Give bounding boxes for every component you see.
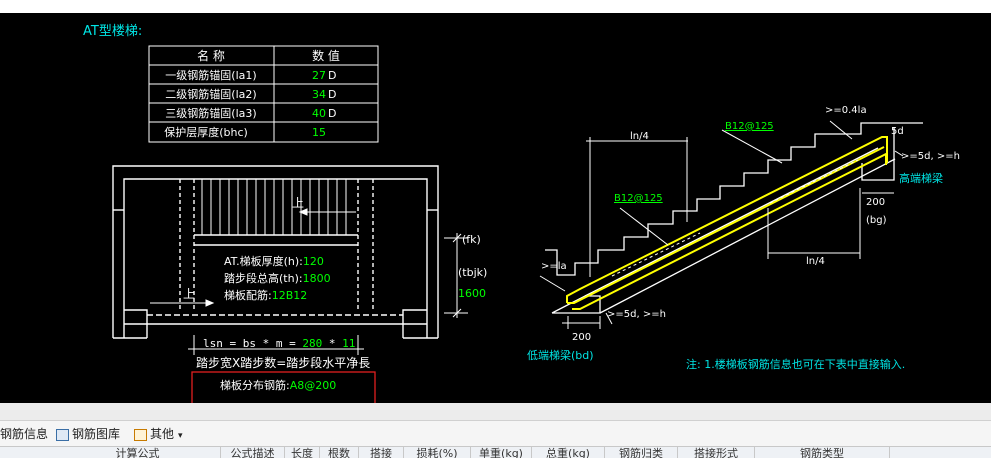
formula: lsn = bs * m = 280 * 11 bbox=[203, 337, 355, 350]
top-strip bbox=[0, 0, 991, 13]
rebar-dashes bbox=[611, 159, 859, 277]
table-row-unit: D bbox=[328, 88, 336, 101]
rebar-lines bbox=[566, 136, 888, 310]
other-menu-label: 其他 bbox=[150, 427, 175, 441]
section-dimensions bbox=[539, 120, 904, 329]
low-beam-label: 低端梯梁(bd) bbox=[527, 348, 594, 362]
section-note: 注: 1.楼梯板钢筋信息也可在下表中直接输入. bbox=[686, 357, 905, 371]
plan-width-dimension bbox=[444, 233, 468, 318]
formula-bs: 280 bbox=[302, 337, 322, 350]
column-header[interactable]: 计算公式 bbox=[55, 447, 221, 458]
table-row-value[interactable]: 34 bbox=[312, 88, 326, 101]
drawing-canvas[interactable]: AT型楼梯: 名 称 数 值 一级钢筋锚固(la1) 27 D 二级钢筋锚固(l… bbox=[0, 13, 991, 405]
up-arrows bbox=[150, 208, 356, 307]
plan-treads bbox=[201, 179, 347, 235]
height-label: 踏步段总高(th):1800 bbox=[224, 271, 331, 285]
column-header[interactable]: 搭接形式 bbox=[678, 447, 755, 458]
column-header[interactable]: 总重(kg) bbox=[532, 447, 605, 458]
height-value: 1800 bbox=[303, 272, 331, 285]
chevron-down-icon: ▾ bbox=[178, 431, 183, 441]
table-header-value: 数 值 bbox=[312, 48, 340, 63]
rebar-grid-header: 计算公式 公式描述 长度 根数 搭接 损耗(%) 单重(kg) 总重(kg) 钢… bbox=[0, 446, 991, 458]
formula-caption: 踏步宽X踏步数=踏步段水平净長 bbox=[196, 355, 370, 370]
thickness-label: AT.梯板厚度(h):120 bbox=[224, 254, 324, 268]
column-header[interactable]: 损耗(%) bbox=[404, 447, 471, 458]
table-row-label: 二级钢筋锚固(la2) bbox=[165, 87, 256, 101]
document-icon bbox=[134, 428, 147, 441]
table-icon bbox=[56, 428, 69, 441]
column-header[interactable]: 长度 bbox=[285, 447, 320, 458]
up-label: 上 bbox=[183, 287, 195, 301]
rebar-library-label: 钢筋图库 bbox=[72, 427, 121, 441]
stair-drawing: AT型楼梯: 名 称 数 值 一级钢筋锚固(la1) 27 D 二级钢筋锚固(l… bbox=[83, 24, 960, 405]
rebar-info-label: 钢筋信息 bbox=[0, 427, 49, 441]
stair-plan bbox=[112, 165, 439, 339]
la-left: >=la bbox=[541, 261, 567, 272]
table-row-label: 一级钢筋锚固(la1) bbox=[165, 68, 256, 82]
column-header[interactable]: 单重(kg) bbox=[471, 447, 532, 458]
d5-top: 5d bbox=[891, 126, 904, 137]
table-row-unit: D bbox=[328, 69, 336, 82]
ln4-top: ln/4 bbox=[630, 131, 649, 142]
tbjk-label: (tbjk) bbox=[458, 266, 487, 279]
plan-length-dimension bbox=[188, 335, 364, 355]
up-label: 上 bbox=[292, 196, 304, 210]
rebar-library-button[interactable]: 钢筋图库 bbox=[56, 426, 120, 442]
anchor-table bbox=[148, 45, 379, 143]
table-row-label: 保护层厚度(bhc) bbox=[164, 125, 248, 139]
distribution-label[interactable]: 梯板分布钢筋:A8@200 bbox=[220, 378, 336, 392]
rebar-mid-value[interactable]: B12@125 bbox=[614, 193, 663, 204]
dim-200-right: 200 bbox=[866, 197, 885, 208]
formula-m: 11 bbox=[342, 337, 355, 350]
plan-width-value[interactable]: 1600 bbox=[458, 287, 486, 300]
table-row-value[interactable]: 27 bbox=[312, 69, 326, 82]
ln4-bottom: ln/4 bbox=[806, 256, 825, 267]
splitter[interactable] bbox=[0, 403, 991, 420]
table-row-unit: D bbox=[328, 107, 336, 120]
d5h-right: >=5d, >=h bbox=[901, 151, 960, 162]
rebar-label: 梯板配筋:12B12 bbox=[224, 288, 307, 302]
column-header[interactable]: 钢筋类型 bbox=[755, 447, 890, 458]
la-top: >=0.4la bbox=[825, 105, 867, 116]
table-row-label: 三级钢筋锚固(la3) bbox=[165, 106, 256, 120]
fk-label: (fk) bbox=[462, 233, 481, 246]
other-menu-button[interactable]: 其他▾ bbox=[134, 426, 183, 442]
d5h-left: >=5d, >=h bbox=[607, 309, 666, 320]
column-header[interactable]: 搭接 bbox=[359, 447, 404, 458]
rebar-value: 12B12 bbox=[272, 289, 308, 302]
column-header[interactable]: 钢筋归类 bbox=[605, 447, 678, 458]
bg-label: (bg) bbox=[866, 215, 887, 226]
column-header[interactable]: 公式描述 bbox=[221, 447, 285, 458]
distribution-value: A8@200 bbox=[290, 379, 337, 392]
dim-200-left: 200 bbox=[572, 332, 591, 343]
rebar-top-value[interactable]: B12@125 bbox=[725, 121, 774, 132]
table-header-name: 名 称 bbox=[197, 48, 225, 63]
thickness-value: 120 bbox=[303, 255, 324, 268]
column-header[interactable]: 根数 bbox=[320, 447, 359, 458]
high-beam-label: 高端梯梁 bbox=[899, 171, 943, 185]
table-row-value[interactable]: 40 bbox=[312, 107, 326, 120]
bottom-toolbar: 钢筋信息 钢筋图库 其他▾ bbox=[0, 420, 991, 447]
table-row-value[interactable]: 15 bbox=[312, 126, 326, 139]
rebar-info-tab[interactable]: 钢筋信息 bbox=[0, 426, 48, 442]
stair-section bbox=[545, 122, 923, 314]
drawing-title: AT型楼梯: bbox=[83, 24, 142, 39]
